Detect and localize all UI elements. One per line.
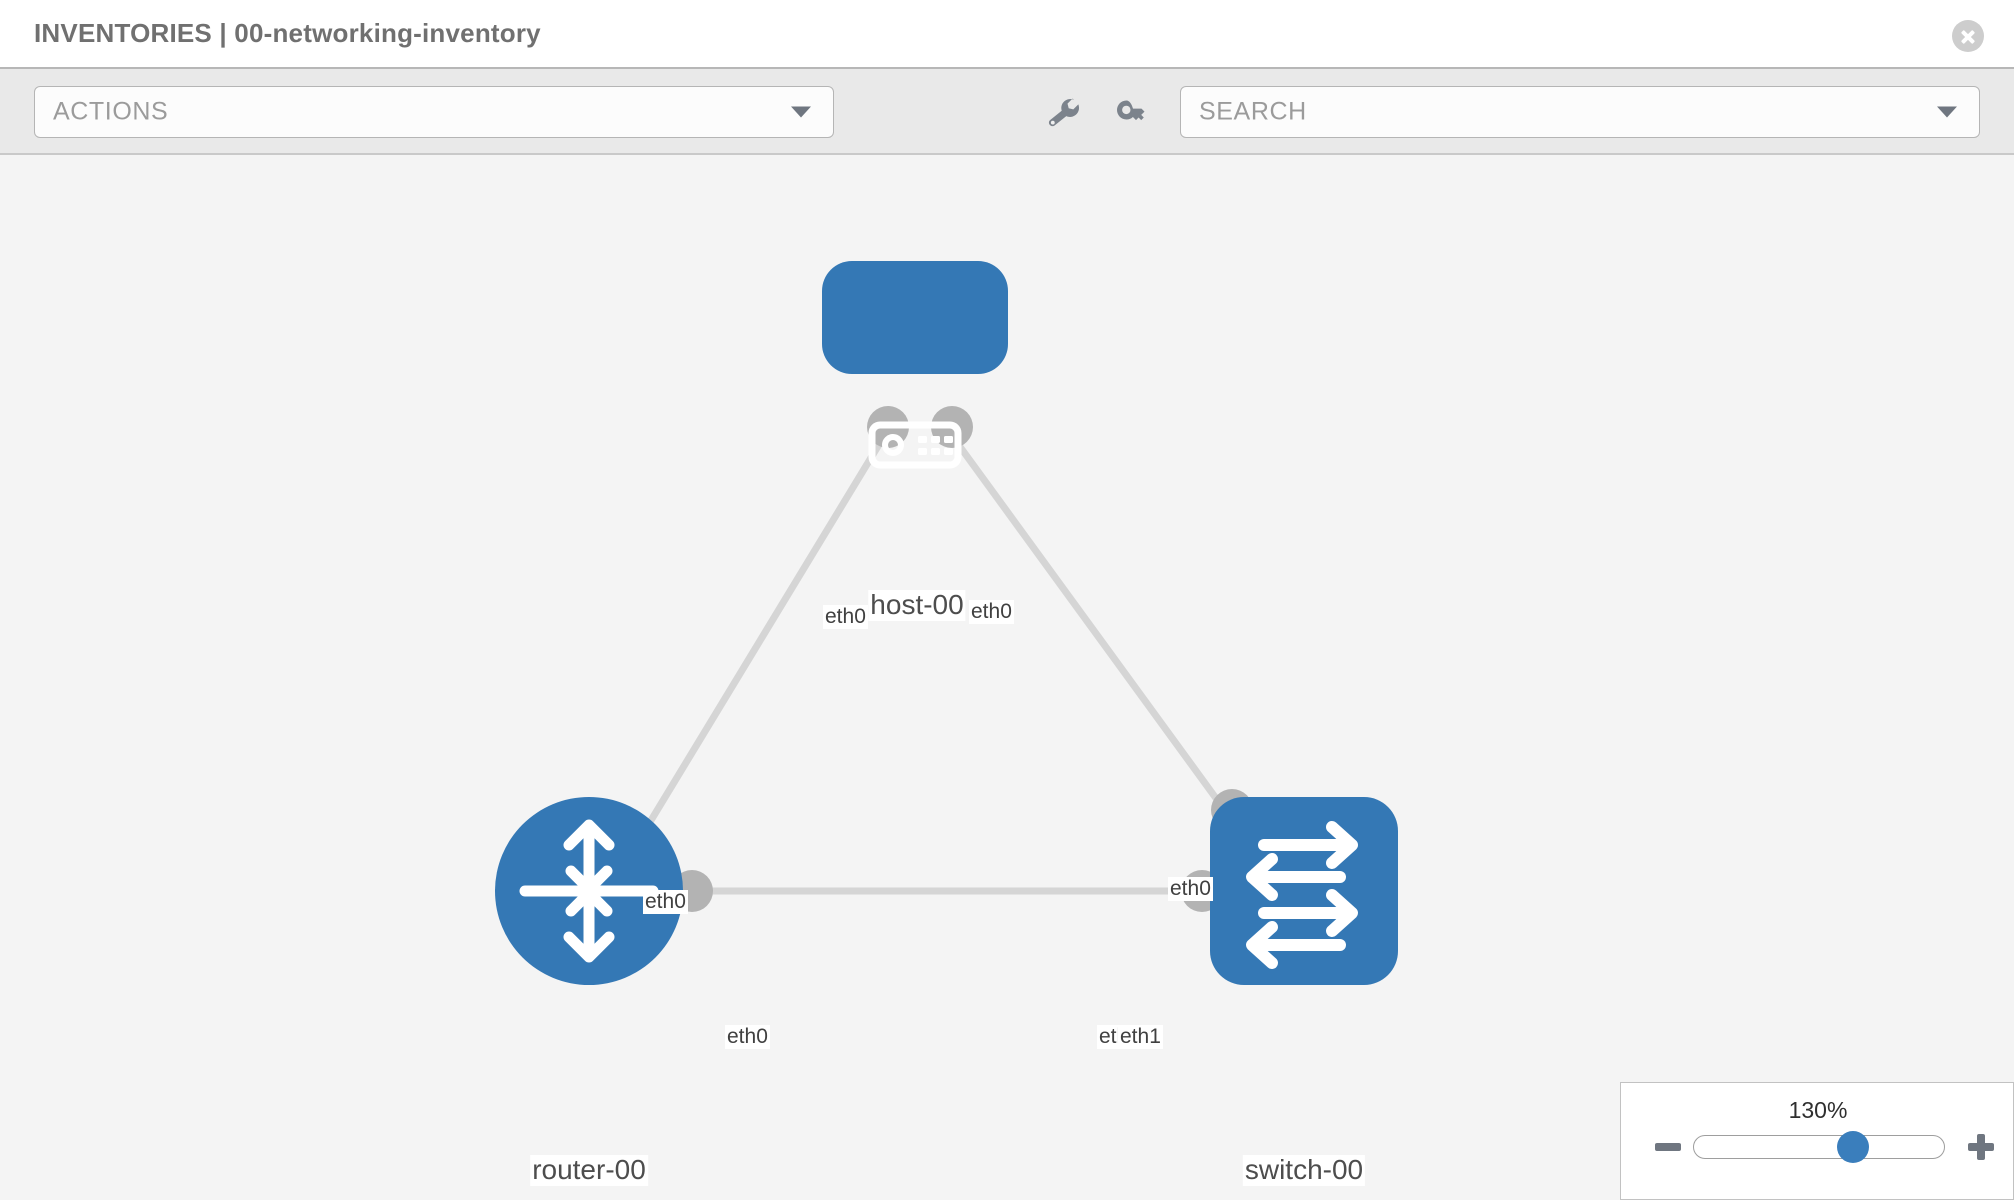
edge-label-router00-switch00-near: eth0: [725, 1025, 770, 1049]
close-icon[interactable]: [1952, 20, 1984, 52]
router-arrows-icon: [519, 819, 659, 963]
node-host-00: [822, 261, 1008, 469]
topology-canvas[interactable]: host-00 router-00 switch-00 eth0 eth0 et…: [0, 155, 2014, 1200]
chevron-down-icon: [1937, 106, 1957, 118]
wrench-icon[interactable]: [1043, 95, 1083, 131]
zoom-in-button[interactable]: [1966, 1132, 1996, 1162]
page-header: INVENTORIES | 00-networking-inventory: [0, 0, 2014, 69]
node-switch-00: [1210, 797, 1398, 985]
zoom-in-icon-vertical: [1977, 1134, 1985, 1160]
edge-label-host00-switch00-near: eth0: [969, 600, 1014, 624]
edge-host00-router00: [627, 431, 889, 857]
edge-host00-switch00: [947, 430, 1253, 848]
node-label-router-00: router-00: [530, 1154, 648, 1186]
connector-group: [671, 406, 1253, 912]
node-label-switch-00: switch-00: [1242, 1154, 1366, 1186]
edge-group: [627, 430, 1253, 895]
switch-arrows-icon: [1246, 821, 1358, 969]
node-switch-00-shape: [1210, 797, 1398, 985]
zoom-level-label: 130%: [1788, 1097, 1848, 1123]
search-placeholder: SEARCH: [1199, 97, 1307, 126]
page-title: INVENTORIES | 00-networking-inventory: [34, 18, 541, 48]
key-icon-svg: [1117, 100, 1145, 121]
zoom-out-button[interactable]: [1655, 1143, 1681, 1151]
edge-label-router00-host00-near: eth0: [643, 890, 688, 914]
node-host-00-shape: [822, 261, 1008, 374]
toolbar: ACTIONS SEARCH: [0, 69, 2014, 155]
zoom-slider-thumb[interactable]: [1837, 1131, 1869, 1163]
key-icon[interactable]: [1112, 95, 1152, 131]
actions-dropdown-label: ACTIONS: [53, 97, 169, 126]
zoom-slider[interactable]: [1693, 1131, 1945, 1163]
edge-label-switch00-router00-near: eth1: [1118, 1025, 1163, 1049]
edge-label-host00-router00-near: eth0: [823, 605, 868, 629]
node-label-host-00: host-00: [868, 589, 966, 621]
node-router-00: [495, 797, 683, 985]
server-device-icon: [868, 421, 962, 469]
zoom-control-panel: 130%: [1620, 1082, 2014, 1200]
wrench-icon-svg: [1048, 98, 1080, 127]
edge-label-switch00-host00-near: eth0: [1168, 877, 1213, 901]
search-input[interactable]: SEARCH: [1180, 86, 1980, 138]
chevron-down-icon: [791, 106, 811, 118]
topology-graph: [495, 261, 1398, 985]
actions-dropdown[interactable]: ACTIONS: [34, 86, 834, 138]
